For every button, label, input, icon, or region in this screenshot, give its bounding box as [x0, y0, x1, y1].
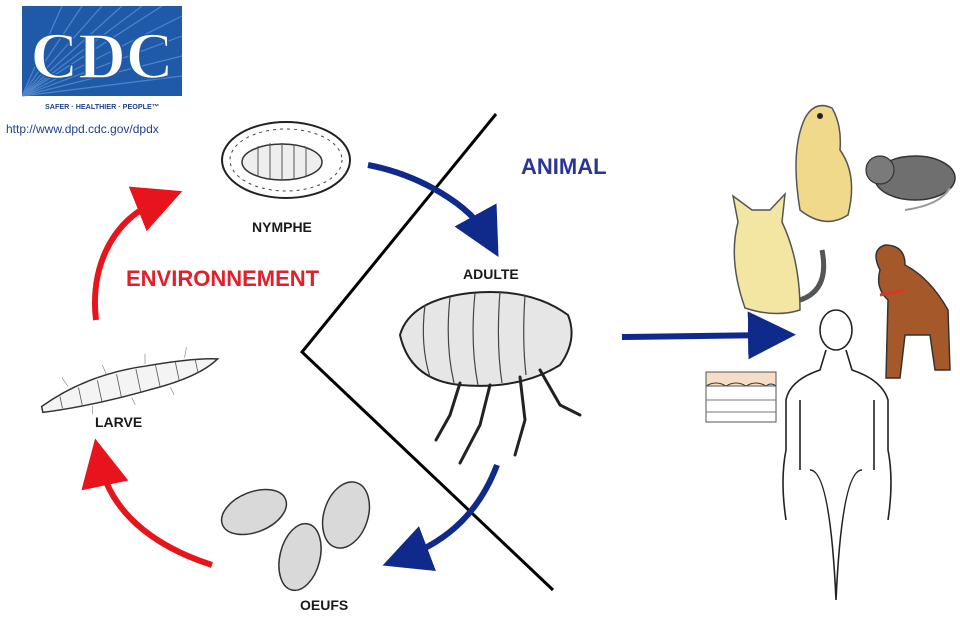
nymph-icon — [222, 122, 350, 198]
adult-flea-icon — [400, 291, 580, 463]
rat-icon — [866, 156, 955, 210]
arrow-adult-to-eggs — [405, 465, 497, 557]
eggs-icon — [215, 476, 377, 595]
arrow-larva-to-nymph — [95, 200, 160, 320]
larva-icon — [35, 339, 223, 424]
stage-label-adult: ADULTE — [463, 266, 519, 282]
dog-icon — [876, 245, 950, 378]
arrow-eggs-to-larva — [100, 462, 212, 565]
stage-label-eggs: OEUFS — [300, 597, 348, 613]
human-silhouette-icon — [783, 310, 891, 600]
prairie-dog-icon — [796, 106, 852, 222]
arrow-nymph-to-adult — [368, 165, 487, 236]
animal-label: ANIMAL — [521, 154, 607, 180]
environment-label: ENVIRONNEMENT — [126, 266, 319, 292]
arrow-adult-to-hosts — [622, 335, 772, 337]
skin-section-icon — [706, 372, 776, 422]
stage-label-nymph: NYMPHE — [252, 219, 312, 235]
stage-label-larva: LARVE — [95, 414, 142, 430]
